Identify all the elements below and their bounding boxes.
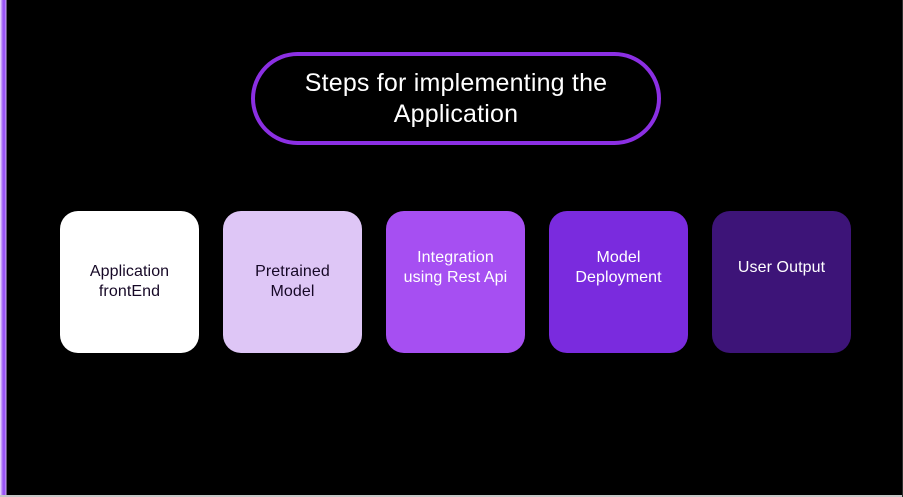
step-card-label: Model Deployment [575,248,662,286]
step-card-integration-rest-api: Integration using Rest Api [386,211,525,353]
steps-row: Application frontEnd Pretrained Model In… [60,211,851,353]
slide-title-box: Steps for implementing the Application [251,52,661,145]
step-card-label: Integration using Rest Api [403,248,508,286]
step-card-application-frontend: Application frontEnd [60,211,199,353]
step-card-user-output: User Output [712,211,851,353]
step-card-label: Pretrained Model [255,262,330,300]
step-card-label: Application frontEnd [89,262,170,300]
left-accent-stripe [0,0,7,497]
step-card-pretrained-model: Pretrained Model [223,211,362,353]
bottom-window-edge [0,495,903,497]
step-card-label: User Output [737,258,826,276]
step-card-model-deployment: Model Deployment [549,211,688,353]
slide-title: Steps for implementing the Application [304,69,608,128]
